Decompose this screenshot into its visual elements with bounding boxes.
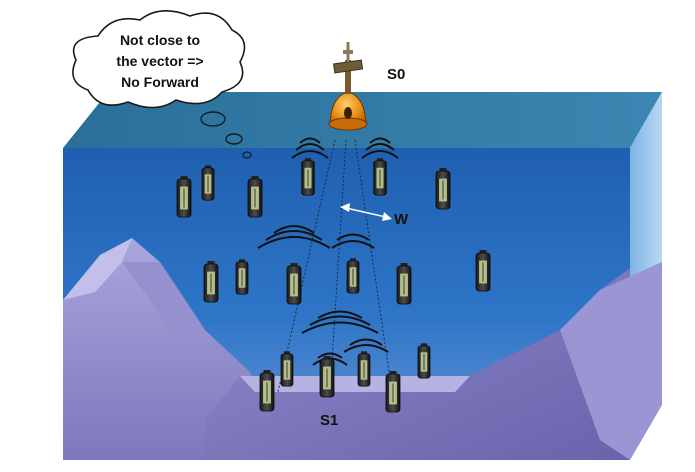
wave-arc: [349, 338, 383, 346]
sensor-node: [435, 168, 451, 210]
sensor-node: [475, 250, 491, 292]
buoy-emblem: [344, 107, 352, 119]
wave-arc: [295, 143, 325, 151]
seabed-left-steps: [122, 262, 205, 345]
seabed-right-slope: [560, 262, 662, 460]
thought-trail-bubble: [200, 111, 226, 127]
wave-arc: [317, 310, 363, 319]
buoy-solar-panel: [333, 59, 364, 74]
sensor-node: [319, 356, 335, 398]
sink-node-label: S1: [320, 412, 338, 429]
sensor-node: [176, 176, 192, 218]
width-arrow-head-right: [382, 212, 392, 221]
wave-arc: [331, 240, 375, 249]
sensor-node: [201, 165, 215, 201]
sensor-node: [373, 158, 387, 196]
wave-arc: [301, 321, 379, 334]
source-node-label: S0: [387, 66, 405, 83]
sensor-node: [280, 351, 294, 387]
wave-arc: [361, 150, 399, 159]
wave-arc: [336, 233, 370, 241]
thought-trail-bubble: [242, 151, 252, 159]
wave-arc: [299, 137, 321, 144]
sensor-node: [247, 176, 263, 218]
buoy-mast: [345, 60, 351, 94]
thought-cloud: [72, 10, 246, 109]
wave-arc: [291, 150, 329, 159]
wave-arc: [257, 236, 331, 249]
sensor-node: [385, 371, 401, 413]
wave-arc: [365, 143, 395, 151]
wave-arc: [369, 137, 391, 144]
seabed-floor-lip: [240, 376, 470, 392]
sensor-node: [286, 263, 302, 305]
sensor-node: [357, 351, 371, 387]
sensor-nodes: [176, 158, 491, 413]
pipe-left-boundary: [277, 139, 336, 393]
wave-arc: [343, 344, 389, 353]
surface-buoy: S0: [328, 42, 405, 131]
bubble-line-3: No Forward: [121, 74, 199, 90]
bubble-line-1: Not close to: [120, 32, 200, 48]
wave-arc: [265, 230, 323, 241]
width-arrow-head-left: [340, 203, 350, 212]
buoy-base: [328, 117, 368, 131]
wave-arc: [317, 352, 343, 359]
bubble-line-2: the vector =>: [116, 53, 203, 69]
thought-trail-bubble: [225, 133, 243, 145]
sensor-node: [396, 263, 412, 305]
seabed-left-ridge-top: [63, 238, 132, 300]
sensor-node: [417, 343, 431, 379]
pipe-width-label: W: [394, 211, 409, 228]
pipe-width-indicator: W: [340, 203, 409, 228]
wave-arc: [273, 225, 315, 234]
sensor-node: [301, 158, 315, 196]
sensor-node: [203, 261, 219, 303]
acoustic-waves: [257, 137, 399, 366]
seabed: [63, 238, 662, 460]
sensor-node: [235, 259, 249, 295]
width-arrow-line: [345, 207, 387, 218]
buoy-antenna-tip: [343, 50, 353, 54]
thought-bubble: Not close to the vector => No Forward: [72, 10, 252, 159]
sensor-node: [346, 258, 360, 294]
sensor-node: [259, 370, 275, 412]
wave-arc: [309, 315, 371, 326]
seabed-floor: [205, 268, 630, 460]
